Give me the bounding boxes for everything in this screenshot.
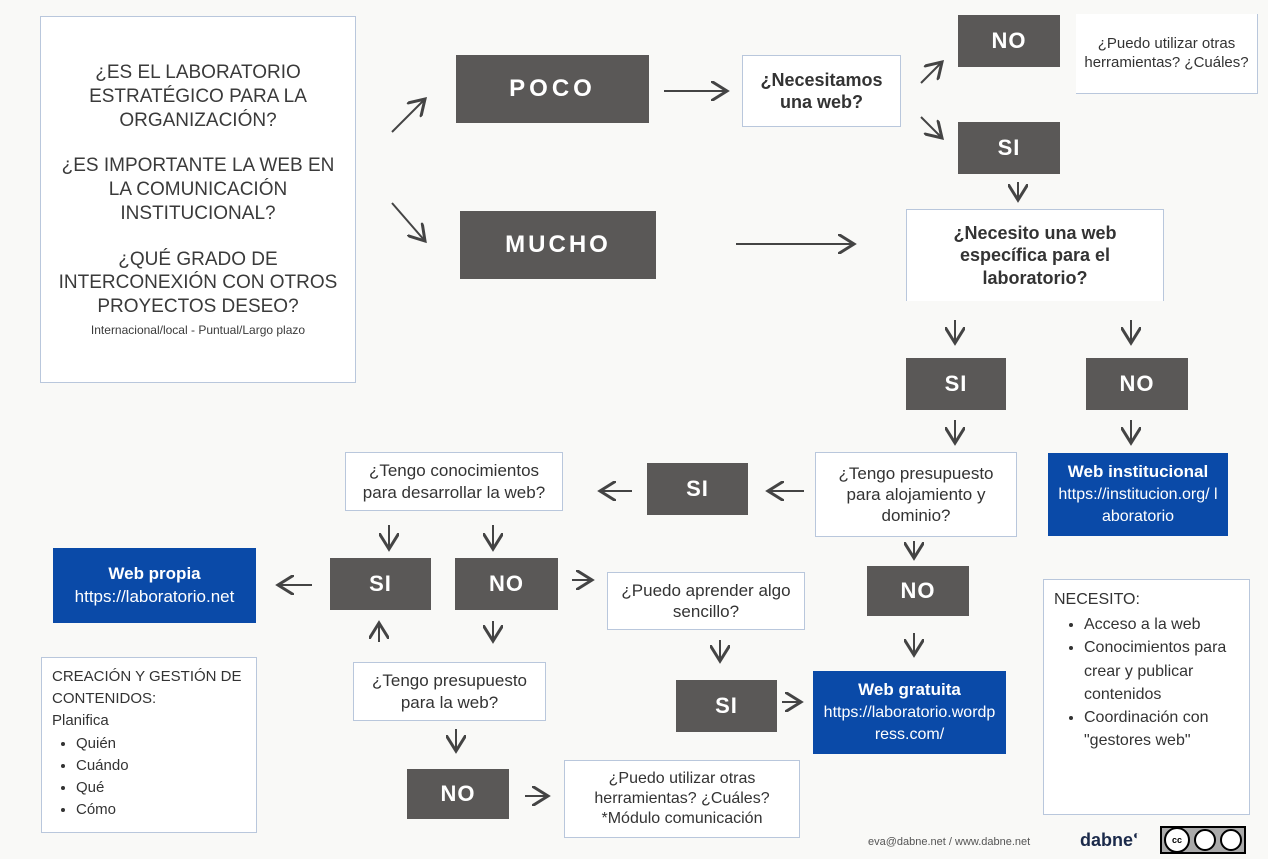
result-web-institucional-title: Web institucional [1067, 462, 1209, 482]
intro-questions-box: ¿ES EL LABORATORIO ESTRATÉGICO PARA LA O… [40, 16, 356, 383]
intro-question-interconnection: ¿QUÉ GRADO DE INTERCONEXIÓN CON OTROS PR… [58, 248, 338, 318]
result-web-gratuita-url[interactable]: https://laboratorio.wordpress.com/ [823, 704, 996, 743]
no-box-top: NO [958, 15, 1060, 67]
arrow-to-poco [391, 99, 425, 133]
need-web-question: ¿Necesitamos una web? [742, 55, 901, 127]
si-box-top: SI [958, 122, 1060, 174]
intro-question-strategic: ¿ES EL LABORATORIO ESTRATÉGICO PARA LA O… [89, 62, 307, 131]
learn-question: ¿Puedo aprender algo sencillo? [607, 572, 805, 630]
no-box-budget: NO [867, 566, 969, 616]
nd-icon [1220, 829, 1242, 851]
result-web-institucional: Web institucional https://institucion.or… [1048, 453, 1228, 536]
creacion-item: Quién [76, 733, 246, 755]
si-box-mid: SI [906, 358, 1006, 410]
creacion-item: Cuándo [76, 755, 246, 777]
intro-note: Internacional/local - Puntual/Largo plaz… [90, 322, 306, 337]
necesito-box: NECESITO: Acceso a la web Conocimientos … [1043, 579, 1250, 815]
mucho-box: MUCHO [460, 211, 656, 279]
creacion-box: CREACIÓN Y GESTIÓN DE CONTENIDOS: Planif… [41, 657, 257, 833]
budget-hosting-question: ¿Tengo presupuesto para alojamiento y do… [815, 452, 1017, 537]
footer-brand-logo: dabne◐ [1080, 828, 1141, 850]
creacion-sub: Planifica [52, 711, 109, 729]
no-box-knowledge: NO [455, 558, 558, 610]
budget-web-question: ¿Tengo presupuesto para la web? [353, 662, 546, 721]
si-box-knowledge: SI [330, 558, 431, 610]
cc-license-badge: cc [1160, 826, 1246, 854]
result-web-gratuita: Web gratuita https://laboratorio.wordpre… [813, 671, 1006, 754]
creacion-title: CREACIÓN Y GESTIÓN DE CONTENIDOS: [52, 668, 242, 707]
necesito-item: Conocimientos para crear y publicar cont… [1084, 636, 1239, 706]
other-tools-question-bottom: ¿Puedo utilizar otras herramientas? ¿Cuá… [564, 760, 800, 838]
creacion-list: Quién Cuándo Qué Cómo [52, 733, 246, 820]
necesito-title: NECESITO: [1054, 591, 1140, 608]
poco-box: POCO [456, 55, 649, 123]
cc-icon: cc [1164, 827, 1190, 853]
mucho-label: MUCHO [505, 231, 611, 258]
knowledge-question: ¿Tengo conocimientos para desarrollar la… [345, 452, 563, 511]
footer-contact[interactable]: eva@dabne.net / www.dabne.net [868, 836, 1031, 848]
intro-question-web-importance: ¿ES IMPORTANTE LA WEB EN LA COMUNICACIÓN… [61, 155, 335, 224]
necesito-list: Acceso a la web Conocimientos para crear… [1054, 613, 1239, 752]
result-web-propia: Web propia https://laboratorio.net [53, 548, 256, 623]
result-web-propia-url[interactable]: https://laboratorio.net [74, 586, 235, 606]
si-box-learn: SI [676, 680, 777, 732]
arrow-to-si-top [920, 116, 942, 138]
no-box-budget-web: NO [407, 769, 509, 819]
poco-label: POCO [509, 75, 596, 102]
arrow-to-no-top [920, 62, 942, 84]
creacion-item: Qué [76, 777, 246, 799]
by-icon [1194, 829, 1216, 851]
other-tools-question-top: ¿Puedo utilizar otras herramientas? ¿Cuá… [1076, 14, 1258, 94]
necesito-item: Coordinación con "gestores web" [1084, 706, 1239, 752]
no-box-mid: NO [1086, 358, 1188, 410]
result-web-propia-title: Web propia [108, 563, 201, 583]
creacion-item: Cómo [76, 799, 246, 821]
result-web-gratuita-title: Web gratuita [858, 680, 961, 700]
si-box-budget: SI [647, 463, 748, 515]
result-web-institucional-url[interactable]: https://institucion.org/ laboratorio [1058, 486, 1218, 525]
specific-web-question: ¿Necesito una web específica para el lab… [906, 209, 1164, 301]
necesito-item: Acceso a la web [1084, 613, 1239, 636]
arrow-to-mucho [391, 202, 425, 241]
